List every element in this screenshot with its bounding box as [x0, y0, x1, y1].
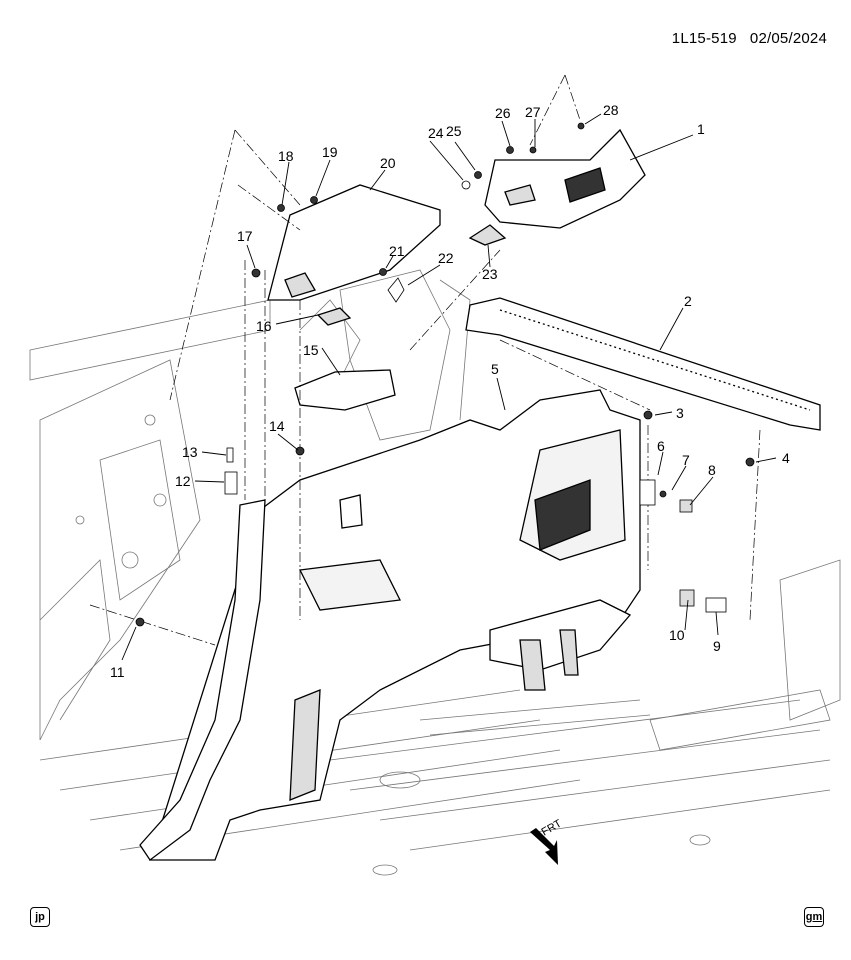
diagram-code: 1L15-519	[671, 30, 737, 47]
callout-1: 1	[697, 121, 705, 137]
callout-18: 18	[278, 148, 294, 164]
upper-quarter-trim	[484, 128, 646, 229]
callout-leaders	[121, 113, 777, 661]
lower-pillar-trim	[139, 499, 266, 861]
callout-3: 3	[676, 405, 684, 421]
callout-10: 10	[669, 627, 685, 643]
diagram-date: 02/05/2024	[749, 30, 827, 47]
callout-15: 15	[303, 342, 319, 358]
callout-21: 21	[389, 243, 405, 259]
gm-logo-icon: gm	[804, 907, 824, 927]
rear-header-trim	[465, 297, 821, 431]
callout-27: 27	[525, 104, 541, 120]
callout-2: 2	[684, 293, 692, 309]
callout-12: 12	[175, 473, 191, 489]
callout-6: 6	[657, 438, 665, 454]
callout-26: 26	[495, 105, 511, 121]
callout-11: 11	[110, 664, 125, 680]
fasteners	[135, 122, 755, 627]
callout-23: 23	[482, 266, 498, 282]
callout-16: 16	[256, 318, 272, 334]
diagram-header: 1L15-519 02/05/2024	[672, 30, 827, 47]
callout-7: 7	[682, 452, 690, 468]
callout-28: 28	[603, 102, 619, 118]
callout-24: 24	[428, 125, 444, 141]
trim-bezels	[294, 224, 507, 411]
callout-9: 9	[713, 638, 721, 654]
callout-13: 13	[182, 444, 198, 460]
callout-4: 4	[782, 450, 790, 466]
callout-25: 25	[446, 123, 462, 139]
upper-pillar-trim	[267, 184, 441, 301]
front-direction-arrow: FRT	[530, 817, 564, 865]
callout-8: 8	[708, 462, 716, 478]
quarter-trim-panel	[149, 389, 641, 861]
callout-19: 19	[322, 144, 338, 160]
jp-badge-icon: jp	[30, 907, 50, 927]
callout-5: 5	[491, 361, 499, 377]
load-floor-sill	[489, 599, 632, 691]
callout-20: 20	[380, 155, 396, 171]
callout-14: 14	[269, 418, 285, 434]
front-label: FRT	[540, 817, 565, 838]
callout-22: 22	[438, 250, 454, 266]
callout-17: 17	[237, 228, 253, 244]
